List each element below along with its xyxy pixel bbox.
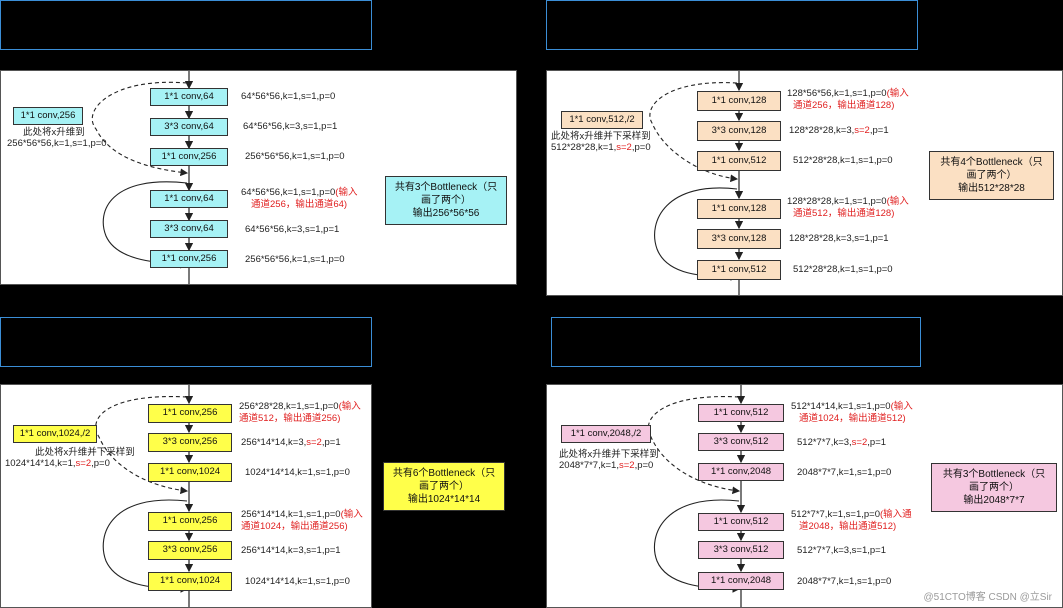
conv-box-5: 3*3 conv,128 bbox=[697, 229, 781, 249]
conv-box-6: 1*1 conv,256 bbox=[150, 250, 228, 268]
conv-box-4: 1*1 conv,512 bbox=[698, 513, 784, 531]
layer-note-3: 512*28*28,k=1,s=1,p=0 bbox=[793, 155, 893, 166]
panel-q4: 1*1 conv,512 3*3 conv,512 1*1 conv,2048 … bbox=[546, 384, 1063, 608]
conv-box-4: 1*1 conv,64 bbox=[150, 190, 228, 208]
conv-box-4: 1*1 conv,256 bbox=[148, 512, 232, 531]
layer-note-6: 256*56*56,k=1,s=1,p=0 bbox=[245, 254, 345, 265]
layer-note-5: 512*7*7,k=3,s=1,p=1 bbox=[797, 545, 887, 556]
layer-note-3: 2048*7*7,k=1,s=1,p=0 bbox=[797, 467, 892, 478]
shortcut-box: 1*1 conv,256 bbox=[13, 107, 83, 125]
header-bar-q4 bbox=[551, 317, 921, 367]
layer-note-2: 256*14*14,k=3,s=2,p=1 bbox=[241, 437, 341, 448]
header-bar-q1 bbox=[0, 0, 372, 50]
conv-box-2: 3*3 conv,128 bbox=[697, 121, 781, 141]
layer-note-1: 128*56*56,k=1,s=1,p=0(输入通道256，输出通道128) bbox=[787, 88, 909, 111]
conv-box-5: 3*3 conv,256 bbox=[148, 541, 232, 560]
shortcut-box: 1*1 conv,1024,/2 bbox=[13, 425, 97, 443]
conv-box-2: 3*3 conv,512 bbox=[698, 433, 784, 451]
panel-q2: 1*1 conv,128 3*3 conv,128 1*1 conv,512 1… bbox=[546, 70, 1063, 296]
layer-note-6: 512*28*28,k=1,s=1,p=0 bbox=[793, 264, 893, 275]
layer-note-4: 128*28*28,k=1,s=1,p=0(输入通道512，输出通道128) bbox=[787, 196, 909, 219]
layer-note-3: 1024*14*14,k=1,s=1,p=0 bbox=[245, 467, 350, 478]
layer-note-2: 512*7*7,k=3,s=2,p=1 bbox=[797, 437, 887, 448]
header-bar-q2 bbox=[546, 0, 918, 50]
conv-box-6: 1*1 conv,1024 bbox=[148, 572, 232, 591]
conv-box-3: 1*1 conv,1024 bbox=[148, 463, 232, 482]
summary-box-q3: 共有6个Bottleneck（只画了两个）输出1024*14*14 bbox=[383, 462, 505, 511]
arrows-q2 bbox=[649, 71, 744, 295]
conv-box-1: 1*1 conv,256 bbox=[148, 404, 232, 423]
conv-box-2: 3*3 conv,64 bbox=[150, 118, 228, 136]
shortcut-box: 1*1 conv,2048,/2 bbox=[561, 425, 651, 443]
summary-box: 共有4个Bottleneck（只画了两个）输出512*28*28 bbox=[929, 151, 1054, 200]
panel-q1: 1*1 conv,64 3*3 conv,64 1*1 conv,256 1*1… bbox=[0, 70, 517, 285]
layer-note-2: 64*56*56,k=3,s=1,p=1 bbox=[243, 121, 338, 132]
shortcut-box: 1*1 conv,512,/2 bbox=[561, 111, 643, 129]
conv-box-3: 1*1 conv,256 bbox=[150, 148, 228, 166]
layer-note-1: 256*28*28,k=1,s=1,p=0(输入通道512，输出通道256) bbox=[239, 401, 361, 424]
layer-note-3: 256*56*56,k=1,s=1,p=0 bbox=[245, 151, 345, 162]
layer-note-2: 128*28*28,k=3,s=2,p=1 bbox=[789, 125, 889, 136]
conv-box-6: 1*1 conv,512 bbox=[697, 260, 781, 280]
conv-box-5: 3*3 conv,512 bbox=[698, 541, 784, 559]
layer-note-4: 512*7*7,k=1,s=1,p=0(输入通道2048，输出通道512) bbox=[791, 509, 912, 532]
summary-box: 共有3个Bottleneck（只画了两个）输出256*56*56 bbox=[385, 176, 507, 225]
layer-note-1: 512*14*14,k=1,s=1,p=0(输入通道1024，输出通道512) bbox=[791, 401, 913, 424]
conv-box-1: 1*1 conv,128 bbox=[697, 91, 781, 111]
layer-note-6: 2048*7*7,k=1,s=1,p=0 bbox=[797, 576, 892, 587]
conv-box-1: 1*1 conv,64 bbox=[150, 88, 228, 106]
layer-note-5: 64*56*56,k=3,s=1,p=1 bbox=[245, 224, 340, 235]
layer-note-6: 1024*14*14,k=1,s=1,p=0 bbox=[245, 576, 350, 587]
conv-box-3: 1*1 conv,2048 bbox=[698, 463, 784, 481]
summary-box: 共有3个Bottleneck（只画了两个）输出2048*7*7 bbox=[931, 463, 1057, 512]
conv-box-3: 1*1 conv,512 bbox=[697, 151, 781, 171]
layer-note-4: 256*14*14,k=1,s=1,p=0(输入通道1024，输出通道256) bbox=[241, 509, 363, 532]
panel-q3: 1*1 conv,256 3*3 conv,256 1*1 conv,1024 … bbox=[0, 384, 372, 608]
conv-box-5: 3*3 conv,64 bbox=[150, 220, 228, 238]
conv-box-2: 3*3 conv,256 bbox=[148, 433, 232, 452]
layer-note-1: 64*56*56,k=1,s=1,p=0 bbox=[241, 91, 336, 102]
layer-note-5: 128*28*28,k=3,s=1,p=1 bbox=[789, 233, 889, 244]
header-bar-q3 bbox=[0, 317, 372, 367]
layer-note-4: 64*56*56,k=1,s=1,p=0(输入通道256，输出通道64) bbox=[241, 187, 358, 210]
conv-box-4: 1*1 conv,128 bbox=[697, 199, 781, 219]
watermark: @51CTO博客 CSDN @立Sir bbox=[923, 592, 1052, 603]
conv-box-1: 1*1 conv,512 bbox=[698, 404, 784, 422]
conv-box-6: 1*1 conv,2048 bbox=[698, 572, 784, 590]
layer-note-5: 256*14*14,k=3,s=1,p=1 bbox=[241, 545, 341, 556]
